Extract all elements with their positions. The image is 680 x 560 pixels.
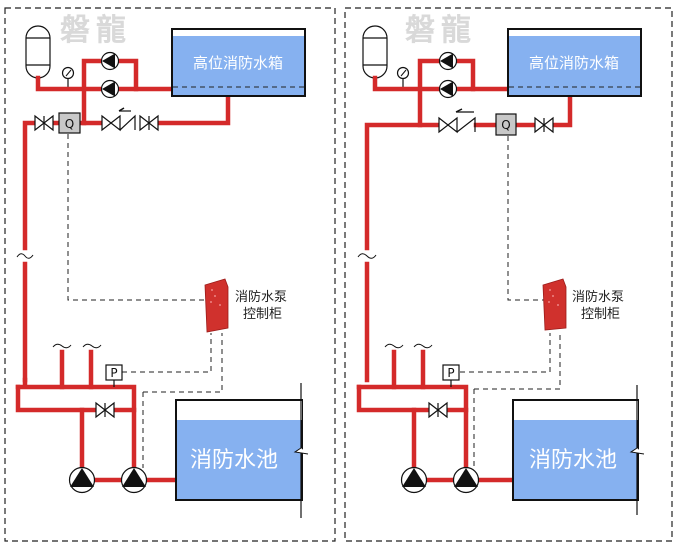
- high-tank-label: 高位消防水箱: [529, 54, 619, 72]
- fire-pump-icon: [400, 466, 428, 494]
- right-panel-frame: [344, 7, 673, 542]
- cabinet-label-line2: 控制柜: [581, 307, 620, 322]
- riser-pipe: [364, 122, 440, 251]
- pressure-switch-label: P: [110, 366, 117, 380]
- signal-line-flow-switch: [67, 134, 205, 301]
- signal-line-flow-switch: [507, 136, 545, 301]
- high-tank-label: 高位消防水箱: [193, 54, 283, 72]
- pool-label: 消防水池: [529, 448, 617, 473]
- pressure-tank-icon: [25, 25, 51, 79]
- main-header-pipe: [15, 384, 137, 471]
- pressure-tank-icon: [362, 25, 388, 79]
- control-line: [143, 333, 223, 393]
- cabinet-label-line1: 消防水泵: [572, 289, 624, 305]
- control-line: [474, 333, 561, 390]
- check-valve-icon: [438, 108, 476, 134]
- pipe-break-icon: [413, 343, 433, 349]
- gate-valve-icon: [534, 117, 554, 133]
- high-level-water-tank: 高位消防水箱: [171, 28, 306, 97]
- pipe-break-icon: [384, 343, 404, 349]
- booster-pump-icon: [438, 79, 458, 99]
- pipe-break-icon: [16, 253, 34, 259]
- pressure-switch: P: [105, 364, 123, 387]
- riser-pipe: [22, 120, 39, 251]
- flow-switch-label: Q: [65, 117, 74, 131]
- high-level-water-tank: 高位消防水箱: [507, 28, 642, 97]
- watermark: 磐龍: [405, 13, 477, 48]
- fire-water-pool: 消防水池: [175, 383, 309, 518]
- signal-line-pressure-switch: [122, 333, 212, 373]
- pressure-switch-label: P: [447, 366, 454, 380]
- gate-valve-icon: [428, 402, 448, 418]
- watermark: 磐龍: [60, 13, 132, 48]
- flow-switch: Q: [495, 113, 517, 136]
- pipe-break-icon: [52, 343, 72, 349]
- pipe-break-icon: [357, 253, 377, 259]
- left-panel-frame: [4, 7, 336, 542]
- signal-line-pressure-switch: [460, 333, 551, 373]
- flow-switch-label: Q: [501, 118, 510, 132]
- tank-outlet-pipe: [372, 75, 511, 92]
- cabinet-label-line2: 控制柜: [243, 307, 282, 322]
- pressure-switch: P: [442, 364, 460, 387]
- fire-water-pool: 消防水池: [512, 385, 645, 515]
- tank-supply-pipe: [548, 91, 573, 128]
- booster-pump-icon: [438, 51, 458, 71]
- pump-control-cabinet: [204, 278, 229, 333]
- tank-supply-pipe: [155, 91, 231, 126]
- check-valve-icon: [101, 107, 136, 132]
- pump-control-cabinet: [542, 278, 567, 331]
- fire-pump-icon: [452, 466, 480, 494]
- flow-switch: Q: [58, 112, 81, 134]
- pressure-gauge-icon: [396, 66, 410, 89]
- pool-label: 消防水池: [190, 448, 278, 473]
- pipe-break-icon: [82, 343, 102, 349]
- cabinet-label-line1: 消防水泵: [235, 289, 287, 305]
- tank-outlet-pipe: [35, 75, 175, 92]
